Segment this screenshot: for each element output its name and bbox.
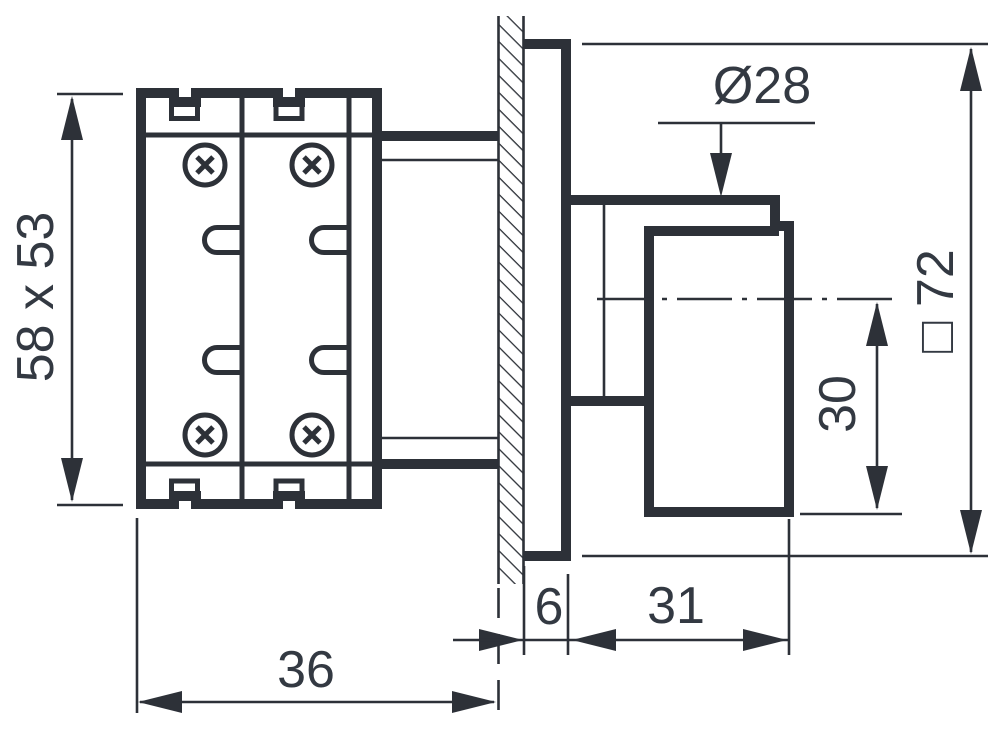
dim-label-rear-cutout: 58 x 53	[7, 212, 65, 383]
dim-label-axis-to-base: 30	[809, 375, 867, 433]
button-head	[566, 195, 794, 517]
screw-head-circle	[182, 142, 228, 188]
screw-icon	[289, 412, 335, 458]
dim-front-projection: 31	[453, 519, 791, 655]
leader-line	[658, 121, 815, 155]
arrowhead-right	[452, 691, 496, 713]
screw-head-circle	[289, 142, 335, 188]
dim-rear-cutout: 58 x 53	[7, 92, 123, 507]
terminal-slot	[309, 225, 351, 255]
screw-cross-slot	[302, 425, 322, 445]
terminal-slot	[309, 345, 351, 375]
neck-inner-lines	[379, 158, 499, 440]
head-outline	[566, 195, 794, 517]
dim-button-diameter: Ø28	[658, 57, 815, 197]
screw-icon	[182, 412, 228, 458]
mounting-clip-top-1	[169, 93, 200, 121]
bezel-outline	[523, 39, 571, 561]
mounting-clip-bottom-2	[273, 478, 305, 504]
rear-contact-block	[136, 88, 382, 509]
arrowhead-down	[710, 153, 732, 197]
arrowhead-down	[960, 510, 982, 554]
arrowhead-up	[61, 96, 83, 140]
dim-label-bezel-thickness: 6	[535, 578, 564, 636]
arrowhead-down	[866, 466, 888, 510]
dim-label-button-diameter: Ø28	[713, 57, 811, 115]
screw-head-circle	[182, 412, 228, 458]
arrowhead-down	[61, 458, 83, 502]
dim-depth-behind-panel: 36	[135, 518, 496, 713]
screw-icon	[289, 142, 335, 188]
screw-icon	[182, 142, 228, 188]
panel-wall	[497, 16, 525, 713]
dim-bezel-thickness: 6	[479, 566, 570, 655]
screw-cross-slot	[195, 155, 215, 175]
neck-outer-lines	[374, 131, 499, 469]
mounting-clip-bottom-1	[169, 478, 200, 504]
mounting-neck	[374, 131, 499, 469]
panel-hatch	[499, 16, 523, 584]
panel-surface-lines	[497, 16, 525, 584]
button-cap-outline	[644, 226, 779, 406]
front-bezel-plate	[523, 39, 571, 561]
mounting-clip-top-2	[273, 93, 305, 121]
arrowhead-up	[960, 47, 982, 91]
dim-axis-to-base: 30	[800, 302, 902, 516]
dim-label-bezel-square: □ 72	[907, 249, 965, 353]
dim-label-front-projection: 31	[647, 577, 705, 635]
terminal-slot	[202, 345, 244, 375]
arrowhead-up	[866, 302, 888, 346]
extension-lines	[582, 42, 988, 558]
block-module-dividers	[239, 93, 352, 504]
dim-label-depth: 36	[277, 641, 335, 699]
arrowhead-right	[743, 629, 787, 651]
dim-bezel-square-size: □ 72	[582, 42, 988, 558]
arrowhead-left	[572, 629, 616, 651]
terminal-slot	[202, 225, 244, 255]
block-inner-horizontal-lines	[137, 132, 381, 467]
screw-head-circle	[289, 412, 335, 458]
arrowhead-left	[138, 691, 182, 713]
screw-cross-slot	[302, 155, 322, 175]
extension-lines	[57, 92, 123, 507]
screw-cross-slot	[195, 425, 215, 445]
